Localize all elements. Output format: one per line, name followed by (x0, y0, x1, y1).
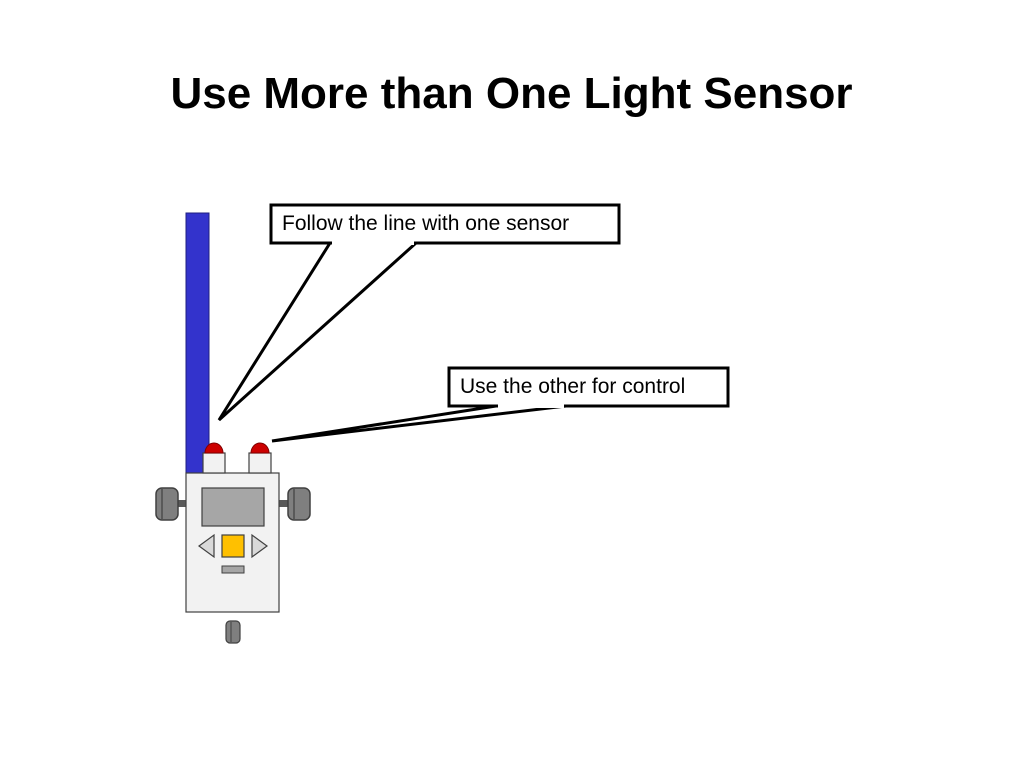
right-sensor-led (250, 442, 270, 454)
left-sensor-led (204, 442, 224, 454)
robot-screen (201, 487, 265, 527)
caster-wheel (225, 620, 241, 644)
callout-control-box (447, 366, 730, 408)
left-wheel (155, 487, 179, 521)
callout-control: Use the other for control (271, 366, 730, 443)
left-sensor-housing (202, 452, 226, 474)
right-sensor-housing (248, 452, 272, 474)
callout-follow-box (269, 203, 621, 245)
robot (155, 442, 311, 644)
left-arrow-icon (197, 533, 215, 559)
right-axle (278, 500, 290, 507)
center-button (221, 534, 245, 558)
right-arrow-icon (251, 533, 269, 559)
slide-title: Use More than One Light Sensor (170, 69, 853, 118)
track-line (185, 212, 210, 476)
callout-control-pointer (271, 404, 567, 443)
left-axle (176, 500, 188, 507)
right-wheel (287, 487, 311, 521)
small-button (221, 565, 245, 574)
callout-follow: Follow the line with one sensor (217, 203, 621, 422)
callout-follow-text: Follow the line with one sensor (282, 212, 569, 235)
callout-control-text: Use the other for control (460, 375, 685, 398)
callout-follow-pointer (217, 241, 420, 422)
